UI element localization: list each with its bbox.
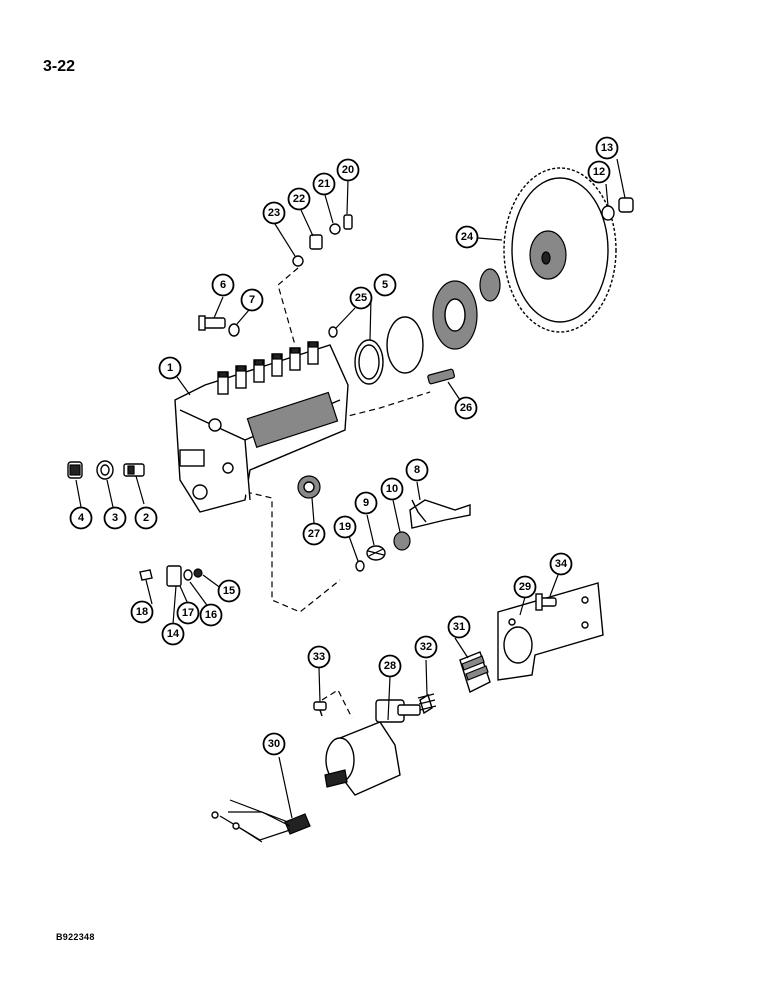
callout-7: 7 xyxy=(240,288,264,312)
shutoff-solenoid-28 xyxy=(324,699,421,796)
callout-23: 23 xyxy=(262,201,286,225)
callout-21: 21 xyxy=(312,172,336,196)
callout-12: 12 xyxy=(587,160,611,184)
callout-18: 18 xyxy=(130,600,154,624)
sleeve-31 xyxy=(459,651,491,693)
callout-22-label: 22 xyxy=(293,193,305,205)
callout-23-label: 23 xyxy=(268,207,280,219)
callout-10: 10 xyxy=(380,477,404,501)
leader-lines xyxy=(75,158,626,819)
callout-24: 24 xyxy=(455,225,479,249)
callout-13: 13 xyxy=(595,136,619,160)
bolt-34 xyxy=(535,593,557,611)
washer-7 xyxy=(228,323,240,337)
callout-24-label: 24 xyxy=(461,231,474,243)
callout-18-label: 18 xyxy=(136,606,148,618)
callout-12-label: 12 xyxy=(593,166,605,178)
bracket-29 xyxy=(497,582,604,681)
callout-4-label: 4 xyxy=(78,512,85,524)
callout-2-label: 2 xyxy=(143,512,149,524)
drive-hub-parts xyxy=(386,268,501,374)
callout-34: 34 xyxy=(549,552,573,576)
callout-2: 2 xyxy=(134,506,158,530)
callout-32: 32 xyxy=(414,635,438,659)
callout-26-label: 26 xyxy=(460,402,472,414)
callout-6: 6 xyxy=(211,273,235,297)
fittings-20-23 xyxy=(292,214,353,267)
washer-19 xyxy=(355,560,365,572)
callout-29-label: 29 xyxy=(519,581,531,593)
callout-14: 14 xyxy=(161,622,185,646)
bushing-27 xyxy=(297,475,321,499)
spring-32 xyxy=(417,693,437,715)
callout-28-label: 28 xyxy=(384,660,396,672)
callout-1: 1 xyxy=(158,356,182,380)
bracket-group-14-18 xyxy=(139,565,203,587)
seal-ring-5 xyxy=(354,339,384,385)
bolt-33 xyxy=(313,701,327,717)
callout-29: 29 xyxy=(513,575,537,599)
callout-28: 28 xyxy=(378,654,402,678)
callout-16: 16 xyxy=(199,603,223,627)
callout-6-label: 6 xyxy=(220,279,226,291)
callout-9-label: 9 xyxy=(363,497,369,509)
drawing-code: B922348 xyxy=(56,932,95,942)
callout-34-label: 34 xyxy=(555,558,568,570)
washer-3 xyxy=(96,460,114,480)
callout-25: 25 xyxy=(349,286,373,310)
callout-8: 8 xyxy=(405,458,429,482)
callout-4: 4 xyxy=(69,506,93,530)
nut-13-washer-12 xyxy=(601,197,634,221)
callout-25-label: 25 xyxy=(355,292,367,304)
callout-17: 17 xyxy=(176,601,200,625)
fitting-2 xyxy=(123,463,145,477)
callout-31: 31 xyxy=(447,615,471,639)
cap-10 xyxy=(393,531,411,551)
injection-pump xyxy=(174,341,349,513)
callout-10-label: 10 xyxy=(386,483,398,495)
callout-14-label: 14 xyxy=(167,628,180,640)
callout-22: 22 xyxy=(287,187,311,211)
callout-33: 33 xyxy=(307,645,331,669)
callout-16-label: 16 xyxy=(205,609,217,621)
page-number: 3-22 xyxy=(43,58,76,75)
callout-19-label: 19 xyxy=(339,521,351,533)
callout-30: 30 xyxy=(262,732,286,756)
callout-21-label: 21 xyxy=(318,178,330,190)
callout-9: 9 xyxy=(354,491,378,515)
o-ring-25 xyxy=(328,326,338,338)
callout-17-label: 17 xyxy=(182,607,194,619)
callout-5-label: 5 xyxy=(382,279,388,291)
assembly-dashed-lines xyxy=(245,267,431,719)
harness-connector-30 xyxy=(211,799,311,843)
callout-3: 3 xyxy=(103,506,127,530)
callout-13-label: 13 xyxy=(601,142,613,154)
callout-20: 20 xyxy=(336,158,360,182)
injector-outlets xyxy=(217,341,319,395)
lever-8 xyxy=(409,499,471,529)
drive-gear-24 xyxy=(503,167,617,333)
callout-26: 26 xyxy=(454,396,478,420)
callout-31-label: 31 xyxy=(453,621,465,633)
callout-1-label: 1 xyxy=(167,362,173,374)
spring-9 xyxy=(366,545,386,561)
callout-8-label: 8 xyxy=(414,464,420,476)
callout-20-label: 20 xyxy=(342,164,354,176)
callout-5: 5 xyxy=(373,273,397,297)
callout-15: 15 xyxy=(217,579,241,603)
callout-3-label: 3 xyxy=(112,512,118,524)
stud-26 xyxy=(427,368,456,385)
callout-15-label: 15 xyxy=(223,585,235,597)
callout-19: 19 xyxy=(333,515,357,539)
callout-27: 27 xyxy=(302,522,326,546)
callout-27-label: 27 xyxy=(308,528,320,540)
banjo-bolt-6 xyxy=(198,315,226,331)
callout-33-label: 33 xyxy=(313,651,325,663)
callout-32-label: 32 xyxy=(420,641,432,653)
callout-30-label: 30 xyxy=(268,738,280,750)
callout-7-label: 7 xyxy=(249,294,255,306)
fitting-4 xyxy=(67,461,83,479)
